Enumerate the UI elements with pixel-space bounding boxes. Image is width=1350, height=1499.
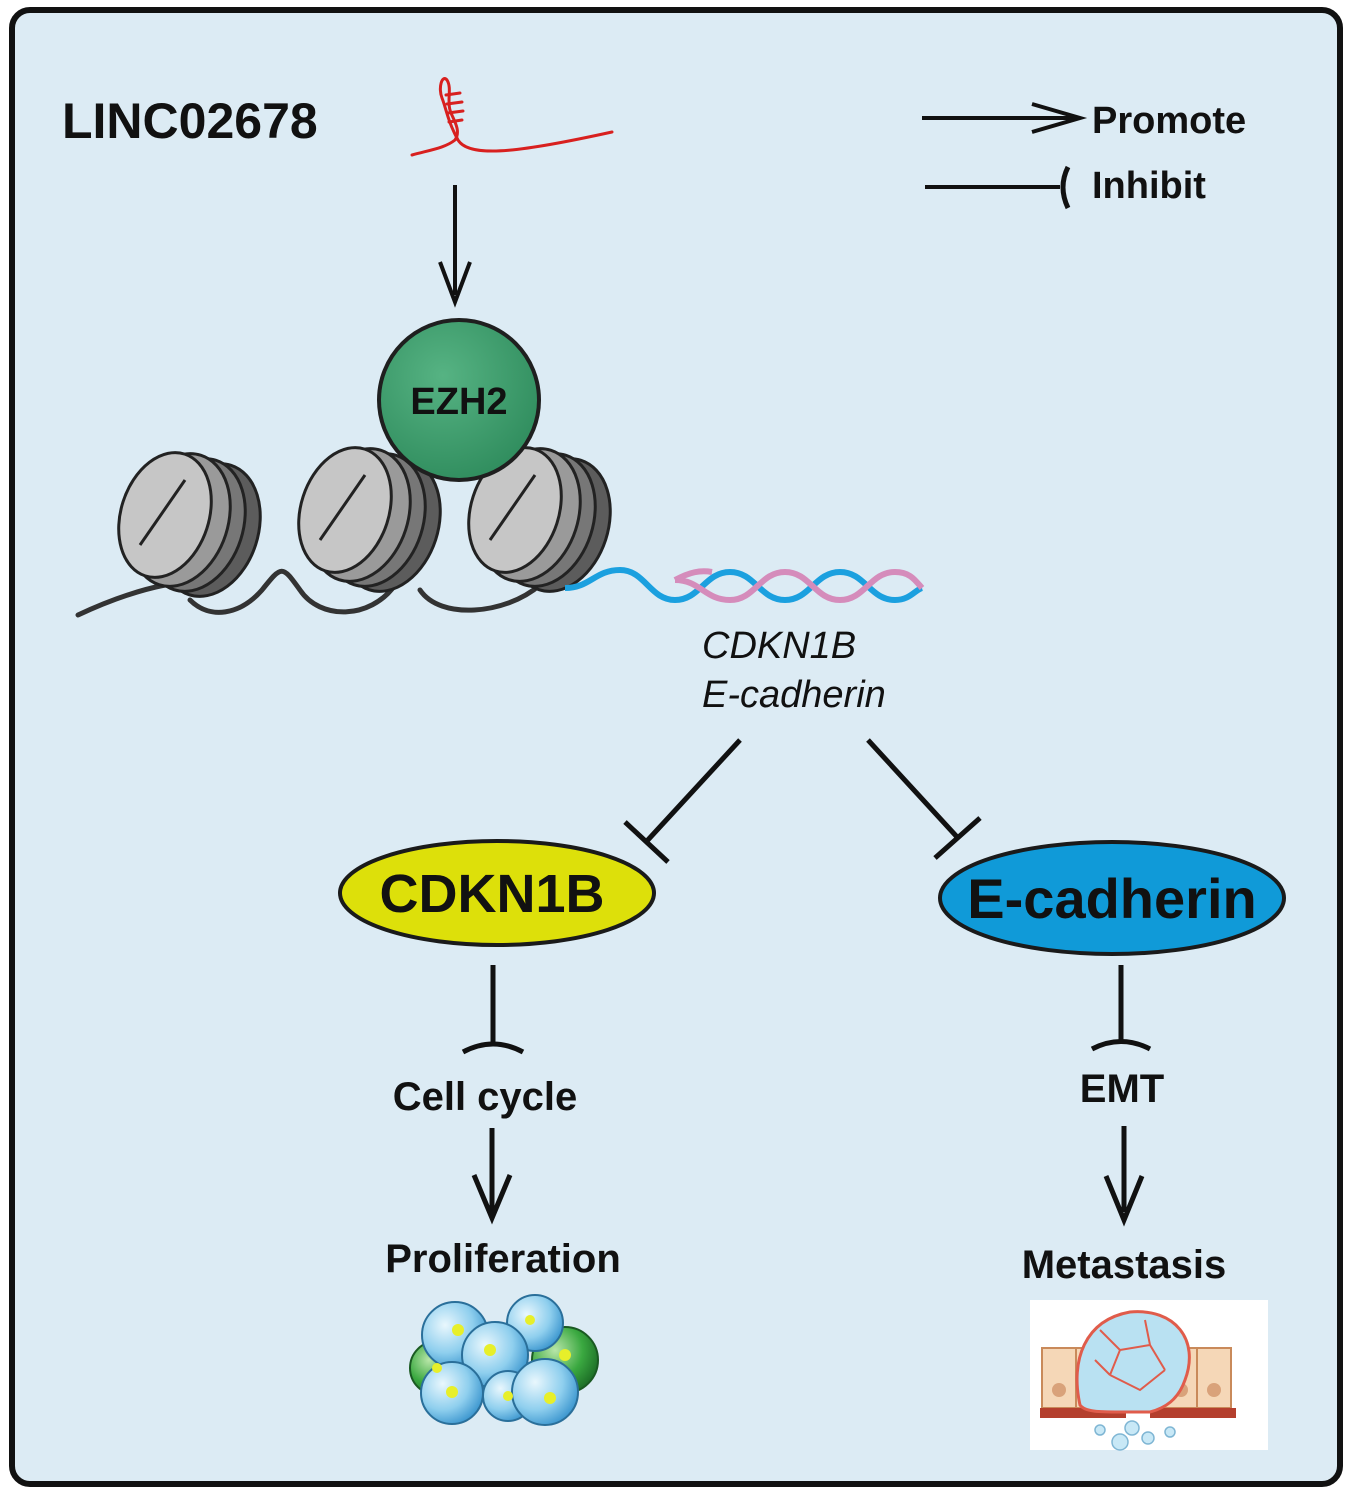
cdkn1b-node	[338, 839, 656, 947]
nucleosome-1	[117, 451, 262, 598]
legend: Promote Inhibit	[922, 100, 1246, 210]
dna-strand-pink-start	[673, 568, 713, 583]
inhibit-line-to-ecadherin	[866, 738, 960, 840]
ecadherin-node	[938, 840, 1286, 956]
nucleosome-3	[467, 446, 612, 593]
metastasis-label: Metastasis	[1022, 1243, 1227, 1287]
inhibit-bar-ecadherin-to-emt	[1090, 1039, 1152, 1052]
chromatin-dna-line	[75, 568, 543, 618]
proliferation-label: Proliferation	[385, 1237, 621, 1281]
lncrna-label: LINC02678	[62, 93, 318, 149]
cell-cycle-label: Cell cycle	[393, 1075, 578, 1119]
emt-label: EMT	[1080, 1067, 1164, 1111]
arrow-cellcycle-to-proliferation-head	[471, 1174, 513, 1225]
ezh2-label: EZH2	[410, 381, 507, 423]
proliferating-cells-icon	[409, 1294, 599, 1426]
inhibit-bar-to-cdkn1b	[623, 820, 670, 864]
legend-promote-arrowhead	[1031, 102, 1088, 134]
legend-inhibit-label: Inhibit	[1092, 165, 1206, 207]
inhibit-line-to-cdkn1b	[644, 738, 742, 844]
ezh2-circle	[377, 318, 541, 482]
panel-background	[9, 7, 1343, 1487]
dna-strand-pink	[674, 568, 925, 604]
nucleosome-2	[297, 446, 442, 593]
inhibit-bar-cdkn1b-to-cellcycle	[461, 1041, 525, 1055]
gene-label-cdkn1b: CDKN1B	[702, 625, 856, 667]
legend-promote-label: Promote	[1092, 100, 1246, 142]
legend-inhibit-bar	[1060, 165, 1071, 210]
ecadherin-node-label: E-cadherin	[967, 867, 1256, 930]
dna-strand-blue	[564, 566, 924, 604]
cdkn1b-node-label: CDKN1B	[379, 864, 604, 924]
metastasis-tissue-icon	[1030, 1300, 1268, 1451]
gene-label-ecadherin: E-cadherin	[702, 674, 886, 716]
arrow-emt-to-metastasis-head	[1103, 1175, 1145, 1227]
arrow-lncrna-to-ezh2-head	[438, 261, 472, 308]
lncrna-hairpin-icon	[410, 77, 614, 157]
inhibit-bar-to-ecadherin	[933, 816, 982, 860]
